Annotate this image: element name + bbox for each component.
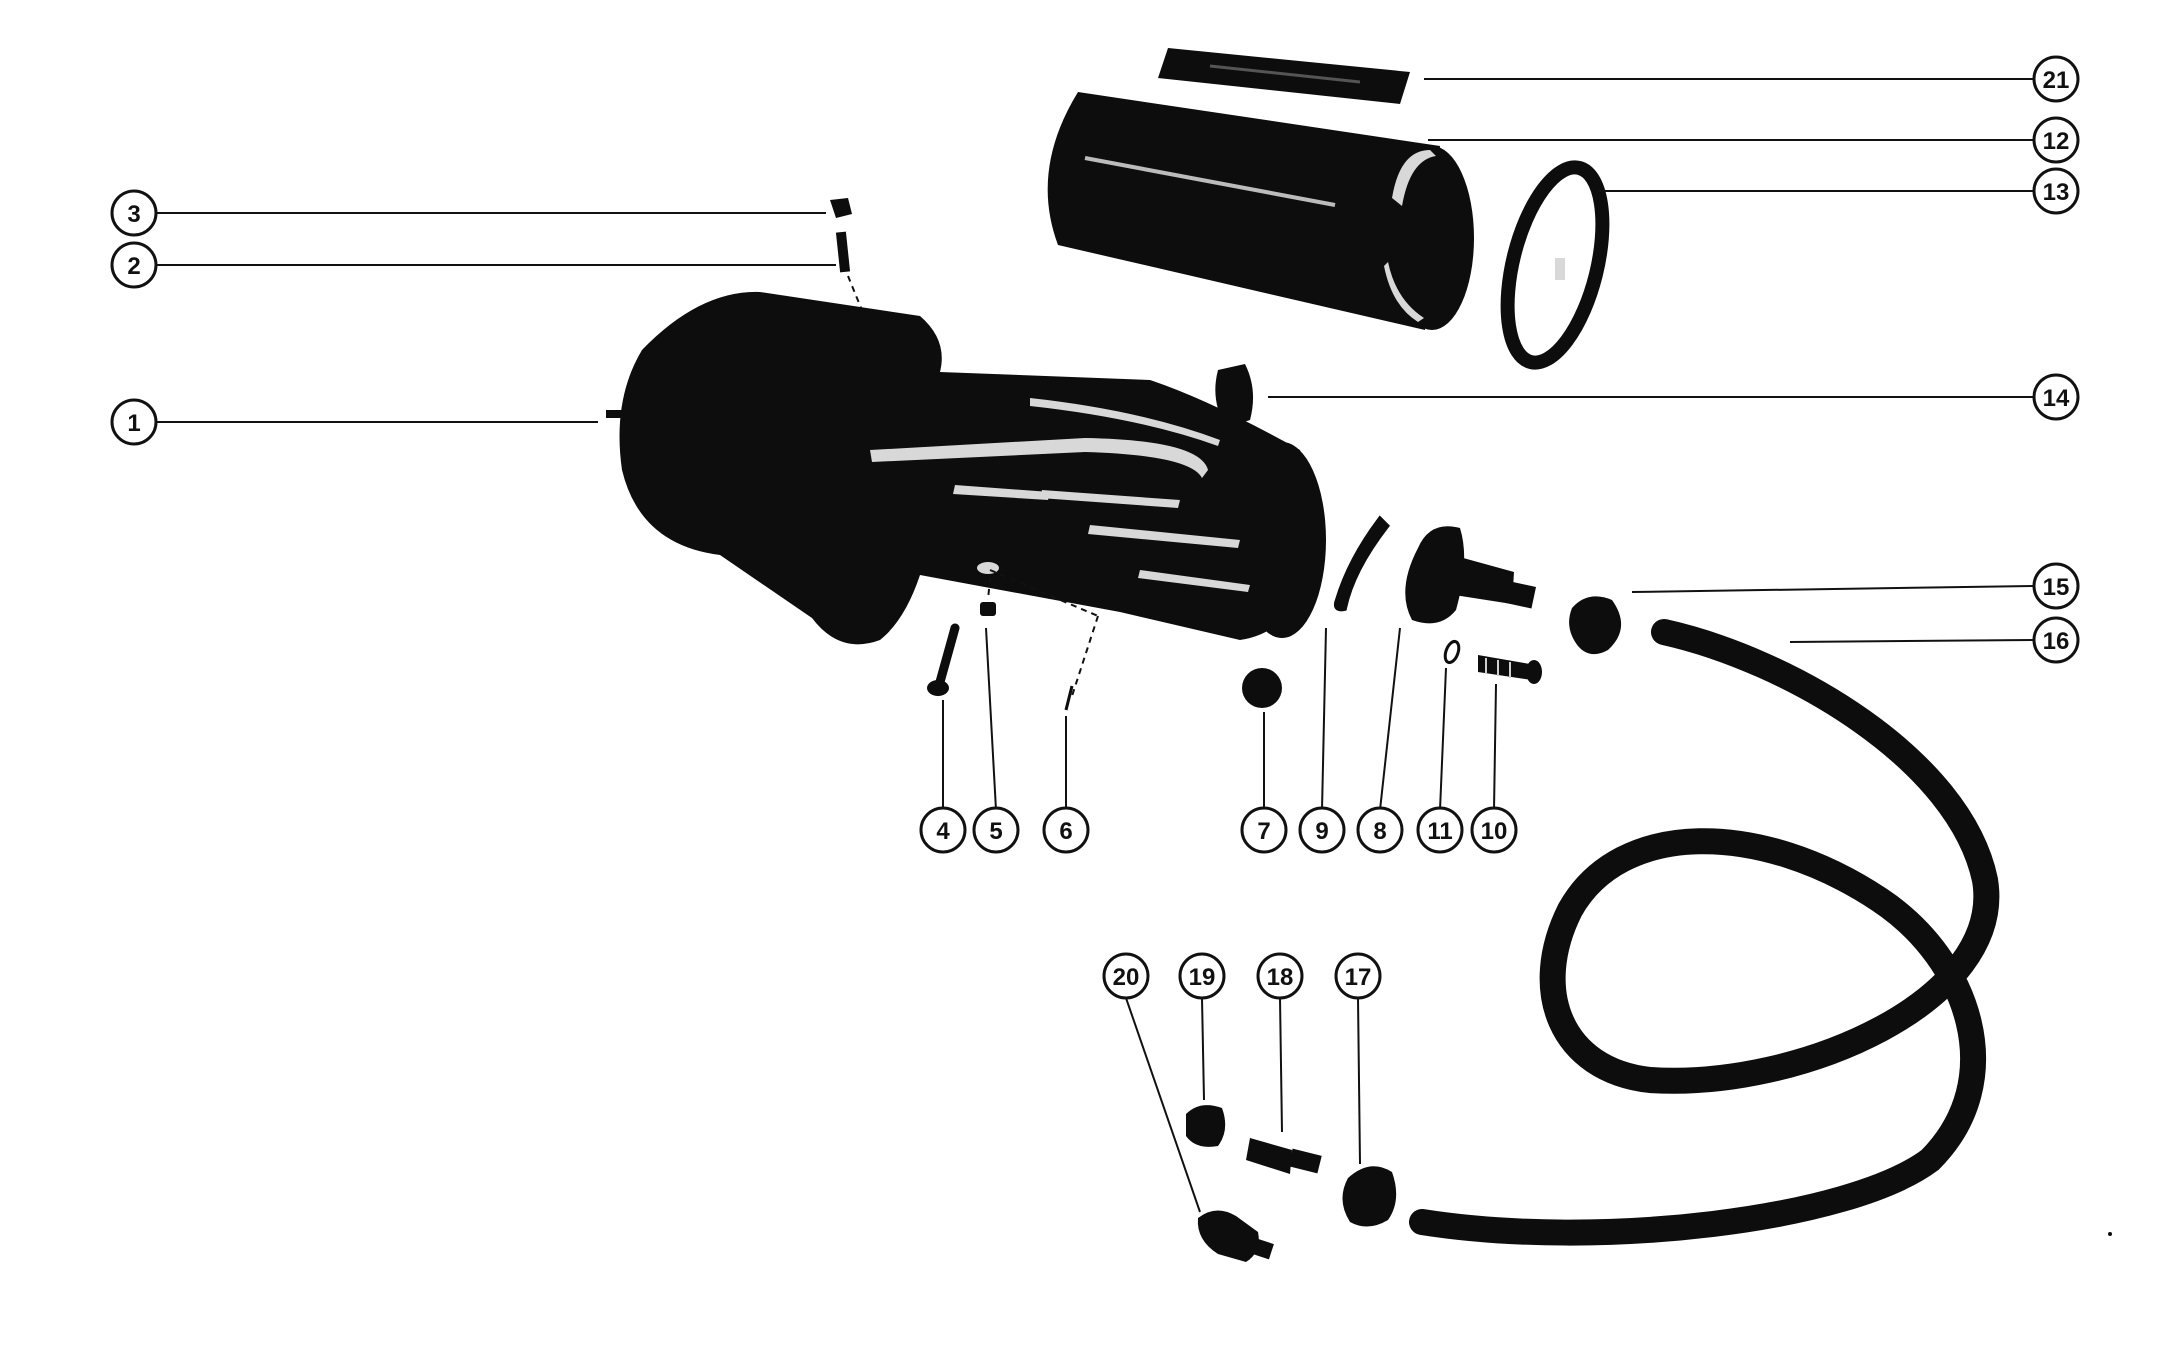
part-18-connector bbox=[1246, 1138, 1322, 1174]
callout-11: 11 bbox=[1416, 806, 1464, 854]
svg-text:13: 13 bbox=[2043, 179, 2070, 206]
callout-5: 5 bbox=[972, 806, 1020, 854]
part-14-clip bbox=[1215, 364, 1254, 428]
svg-text:17: 17 bbox=[1345, 964, 1372, 991]
part-8-end-cap bbox=[1405, 526, 1537, 624]
callout-14: 14 bbox=[2032, 373, 2080, 421]
svg-text:2: 2 bbox=[127, 253, 140, 280]
part-10-screw bbox=[1478, 655, 1542, 684]
callout-16: 16 bbox=[2032, 616, 2080, 664]
callout-3: 3 bbox=[110, 189, 158, 237]
callout-21: 21 bbox=[2032, 55, 2080, 103]
part-12-cover-shell bbox=[1047, 92, 1474, 330]
svg-text:21: 21 bbox=[2043, 67, 2070, 94]
part-3-cap bbox=[830, 198, 852, 218]
part-1-motor-housing bbox=[606, 291, 1326, 645]
callout-19: 19 bbox=[1178, 952, 1226, 1000]
svg-text:20: 20 bbox=[1113, 964, 1140, 991]
part-6-pin bbox=[1064, 685, 1074, 711]
svg-text:3: 3 bbox=[127, 201, 140, 228]
leader-lines bbox=[156, 78, 2035, 1213]
svg-text:19: 19 bbox=[1189, 964, 1216, 991]
svg-text:10: 10 bbox=[1481, 818, 1508, 845]
callout-17: 17 bbox=[1334, 952, 1382, 1000]
part-4-bolt bbox=[927, 623, 960, 696]
part-19-nut bbox=[1186, 1105, 1226, 1147]
part-17-fitting bbox=[1342, 1166, 1397, 1227]
svg-text:15: 15 bbox=[2043, 574, 2070, 601]
callout-1: 1 bbox=[110, 398, 158, 446]
svg-text:11: 11 bbox=[1427, 818, 1452, 845]
svg-text:18: 18 bbox=[1267, 964, 1294, 991]
svg-text:8: 8 bbox=[1373, 818, 1386, 845]
callout-6: 6 bbox=[1042, 806, 1090, 854]
part-13-ring-seal bbox=[1500, 160, 1610, 370]
callout-20: 20 bbox=[1102, 952, 1150, 1000]
part-16-hose bbox=[1409, 619, 2000, 1246]
svg-text:16: 16 bbox=[2043, 628, 2070, 655]
callout-7: 7 bbox=[1240, 806, 1288, 854]
callout-15: 15 bbox=[2032, 562, 2080, 610]
part-2-screw bbox=[835, 231, 851, 273]
svg-text:9: 9 bbox=[1315, 818, 1328, 845]
part-7-ball bbox=[1242, 668, 1282, 708]
stray-mark bbox=[2108, 1232, 2112, 1236]
svg-text:6: 6 bbox=[1059, 818, 1072, 845]
part-11-o-ring bbox=[1443, 639, 1461, 665]
part-9-spring bbox=[1333, 515, 1390, 612]
svg-text:12: 12 bbox=[2043, 128, 2070, 155]
callout-2: 2 bbox=[110, 241, 158, 289]
callout-8: 8 bbox=[1356, 806, 1404, 854]
callout-10: 10 bbox=[1470, 806, 1518, 854]
callout-13: 13 bbox=[2032, 167, 2080, 215]
part-15-hose-nut bbox=[1569, 596, 1622, 655]
callout-9: 9 bbox=[1298, 806, 1346, 854]
svg-text:14: 14 bbox=[2043, 385, 2070, 412]
part-20-angle-fitting bbox=[1197, 1210, 1274, 1262]
svg-text:7: 7 bbox=[1257, 818, 1270, 845]
svg-text:4: 4 bbox=[936, 818, 950, 845]
part-21-nameplate bbox=[1158, 48, 1410, 104]
callout-12: 12 bbox=[2032, 116, 2080, 164]
callout-4: 4 bbox=[919, 806, 967, 854]
callout-18: 18 bbox=[1256, 952, 1304, 1000]
svg-text:5: 5 bbox=[989, 818, 1002, 845]
svg-text:1: 1 bbox=[127, 410, 140, 437]
